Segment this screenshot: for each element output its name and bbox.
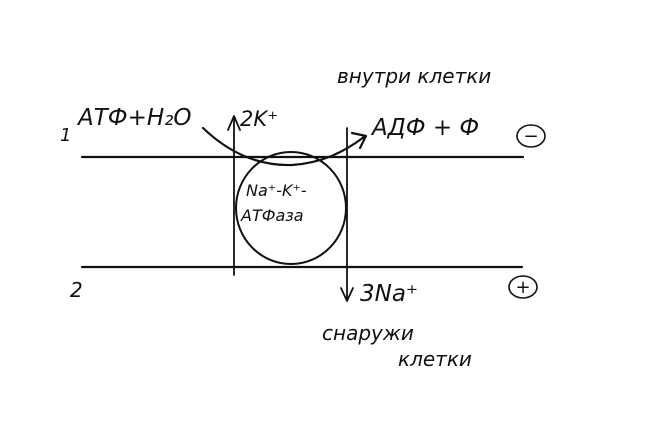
outside-cell-label-line1: снаружи (322, 321, 414, 345)
k-influx-arrowhead (227, 115, 241, 131)
atpase-enzyme-circle (235, 151, 347, 265)
membrane-bottom-number: 2 (70, 278, 83, 302)
membrane-top-number: 1 (60, 125, 71, 146)
outside-cell-label-line2: клетки (398, 347, 472, 371)
inside-cell-label: внутри клетки (337, 64, 491, 88)
negative-charge-sign: − (523, 126, 538, 147)
na-efflux-arrowhead (340, 287, 354, 302)
atp-hydrolysis-arrowhead (350, 131, 368, 150)
products-label: АДФ + Ф (370, 115, 479, 141)
sodium-ions-label: 3Na⁺ (360, 281, 418, 307)
enzyme-label-line1: Na⁺-K⁺- (246, 181, 307, 200)
reactants-label: АТФ+H₂O (76, 105, 191, 131)
positive-charge-circle (508, 275, 538, 299)
positive-charge-sign: + (515, 277, 530, 298)
atp-hydrolysis-arrow (201, 126, 366, 167)
potassium-ions-label: 2K⁺ (240, 107, 278, 131)
enzyme-label-line2: АТФаза (240, 206, 304, 225)
negative-charge-circle (516, 124, 546, 148)
